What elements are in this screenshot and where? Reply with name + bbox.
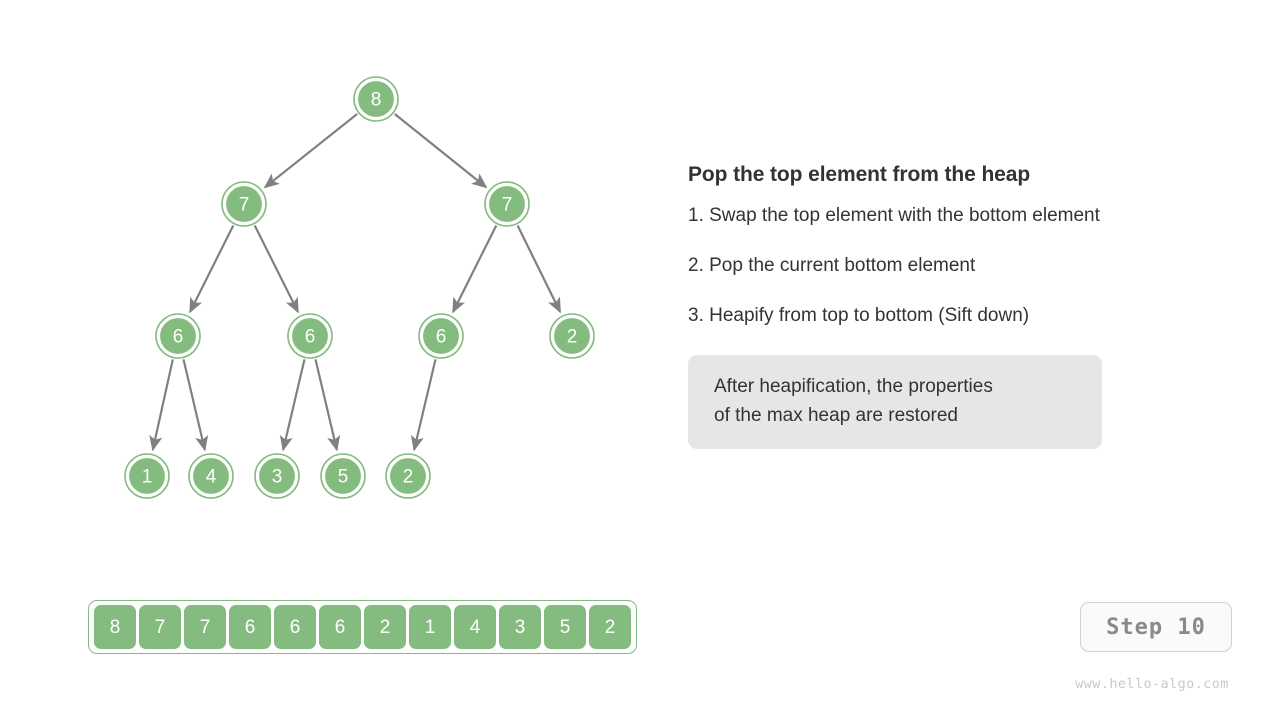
tree-node-value: 6 <box>173 327 184 348</box>
page-title: Pop the top element from the heap <box>688 163 1031 186</box>
array-cell[interactable]: 2 <box>364 605 406 649</box>
watermark: www.hello-algo.com <box>1075 676 1229 692</box>
tree-node-outer-ring <box>124 453 170 499</box>
array-cell-value: 4 <box>469 616 481 638</box>
tree-edge <box>263 113 358 189</box>
tree-node-value: 3 <box>272 467 283 488</box>
array-cell[interactable]: 6 <box>274 605 316 649</box>
tree-edge <box>189 224 235 314</box>
step-item-2: 2. Pop the current bottom element <box>688 255 976 276</box>
tree-node[interactable]: 6 <box>418 313 464 359</box>
info-panel: Pop the top element from the heap 1. Swa… <box>688 163 1228 449</box>
array-cell-value: 2 <box>604 616 616 638</box>
tree-node-outer-ring <box>385 453 431 499</box>
tree-node[interactable]: 8 <box>353 76 399 122</box>
array-cell-value: 8 <box>109 616 121 638</box>
tree-node-circle <box>223 183 265 225</box>
tree-node-value: 4 <box>206 467 217 488</box>
tree-node-outer-ring <box>353 76 399 122</box>
tree-node-value: 2 <box>567 327 578 348</box>
tree-node-outer-ring <box>188 453 234 499</box>
tree-node[interactable]: 3 <box>254 453 300 499</box>
tree-node[interactable]: 6 <box>155 313 201 359</box>
tree-node-value: 5 <box>338 467 349 488</box>
tree-node[interactable]: 7 <box>484 181 530 227</box>
note-line-2: of the max heap are restored <box>714 405 958 426</box>
tree-node[interactable]: 2 <box>549 313 595 359</box>
tree-edge <box>452 224 498 314</box>
step-badge: Step 10 <box>1080 602 1232 652</box>
tree-edge <box>253 224 299 314</box>
tree-edge <box>279 359 306 452</box>
note-callout: After heapification, the properties of t… <box>688 355 1102 449</box>
array-cell-value: 1 <box>424 616 436 638</box>
tree-node-circle <box>387 455 429 497</box>
tree-edge <box>182 359 209 452</box>
tree-edge <box>314 359 341 452</box>
tree-edge <box>516 225 562 314</box>
tree-node-value: 6 <box>436 327 447 348</box>
tree-node-circle <box>289 315 331 357</box>
tree-node-outer-ring <box>254 453 300 499</box>
step-item-1: 1. Swap the top element with the bottom … <box>688 205 1100 226</box>
tree-node-outer-ring <box>155 313 201 359</box>
tree-node-circle <box>420 315 462 357</box>
step-item-3: 3. Heapify from top to bottom (Sift down… <box>688 305 1030 326</box>
tree-node-circle <box>256 455 298 497</box>
tree-edge <box>149 359 174 452</box>
array-cell[interactable]: 1 <box>409 605 451 649</box>
array-cell-value: 2 <box>379 616 391 638</box>
tree-node-value: 8 <box>371 90 382 111</box>
tree-node[interactable]: 6 <box>287 313 333 359</box>
tree-node[interactable]: 7 <box>221 181 267 227</box>
array-cell-value: 7 <box>154 616 166 638</box>
array-cell[interactable]: 6 <box>319 605 361 649</box>
tree-node-value: 1 <box>142 467 153 488</box>
tree-nodes: 8 7 7 6 6 6 2 1 4 3 5 2 <box>124 76 595 499</box>
tree-edge <box>410 359 437 452</box>
array-cell-value: 5 <box>559 616 571 638</box>
note-line-1: After heapification, the properties <box>714 376 993 397</box>
array-cell[interactable]: 6 <box>229 605 271 649</box>
tree-node-circle <box>551 315 593 357</box>
array-cell-value: 6 <box>289 616 301 638</box>
tree-node-circle <box>126 455 168 497</box>
tree-node-outer-ring <box>320 453 366 499</box>
array-cell[interactable]: 5 <box>544 605 586 649</box>
array-cell[interactable]: 4 <box>454 605 496 649</box>
array-cell[interactable]: 7 <box>184 605 226 649</box>
tree-node-circle <box>322 455 364 497</box>
tree-node-circle <box>355 78 397 120</box>
array-cell-value: 6 <box>244 616 256 638</box>
tree-node-circle <box>157 315 199 357</box>
tree-node-outer-ring <box>549 313 595 359</box>
tree-node-outer-ring <box>221 181 267 227</box>
tree-node-value: 7 <box>502 195 513 216</box>
tree-edge <box>394 113 488 189</box>
array-cell[interactable]: 2 <box>589 605 631 649</box>
array-cell[interactable]: 7 <box>139 605 181 649</box>
tree-node[interactable]: 4 <box>188 453 234 499</box>
binary-tree-diagram: 8 7 7 6 6 6 2 1 4 3 5 2 <box>124 76 595 499</box>
tree-node-outer-ring <box>484 181 530 227</box>
tree-node-circle <box>486 183 528 225</box>
heap-array: 8 7 7 6 6 6 2 1 4 3 5 2 <box>88 600 637 654</box>
tree-node[interactable]: 2 <box>385 453 431 499</box>
tree-node-value: 6 <box>305 327 316 348</box>
tree-node[interactable]: 5 <box>320 453 366 499</box>
array-cell-value: 7 <box>199 616 211 638</box>
tree-edges <box>149 113 562 452</box>
tree-node-outer-ring <box>418 313 464 359</box>
tree-node-value: 2 <box>403 467 414 488</box>
tree-node[interactable]: 1 <box>124 453 170 499</box>
array-cell[interactable]: 8 <box>94 605 136 649</box>
array-cell[interactable]: 3 <box>499 605 541 649</box>
tree-node-circle <box>190 455 232 497</box>
tree-node-value: 7 <box>239 195 250 216</box>
array-cell-value: 6 <box>334 616 346 638</box>
tree-node-outer-ring <box>287 313 333 359</box>
array-cell-value: 3 <box>514 616 526 638</box>
